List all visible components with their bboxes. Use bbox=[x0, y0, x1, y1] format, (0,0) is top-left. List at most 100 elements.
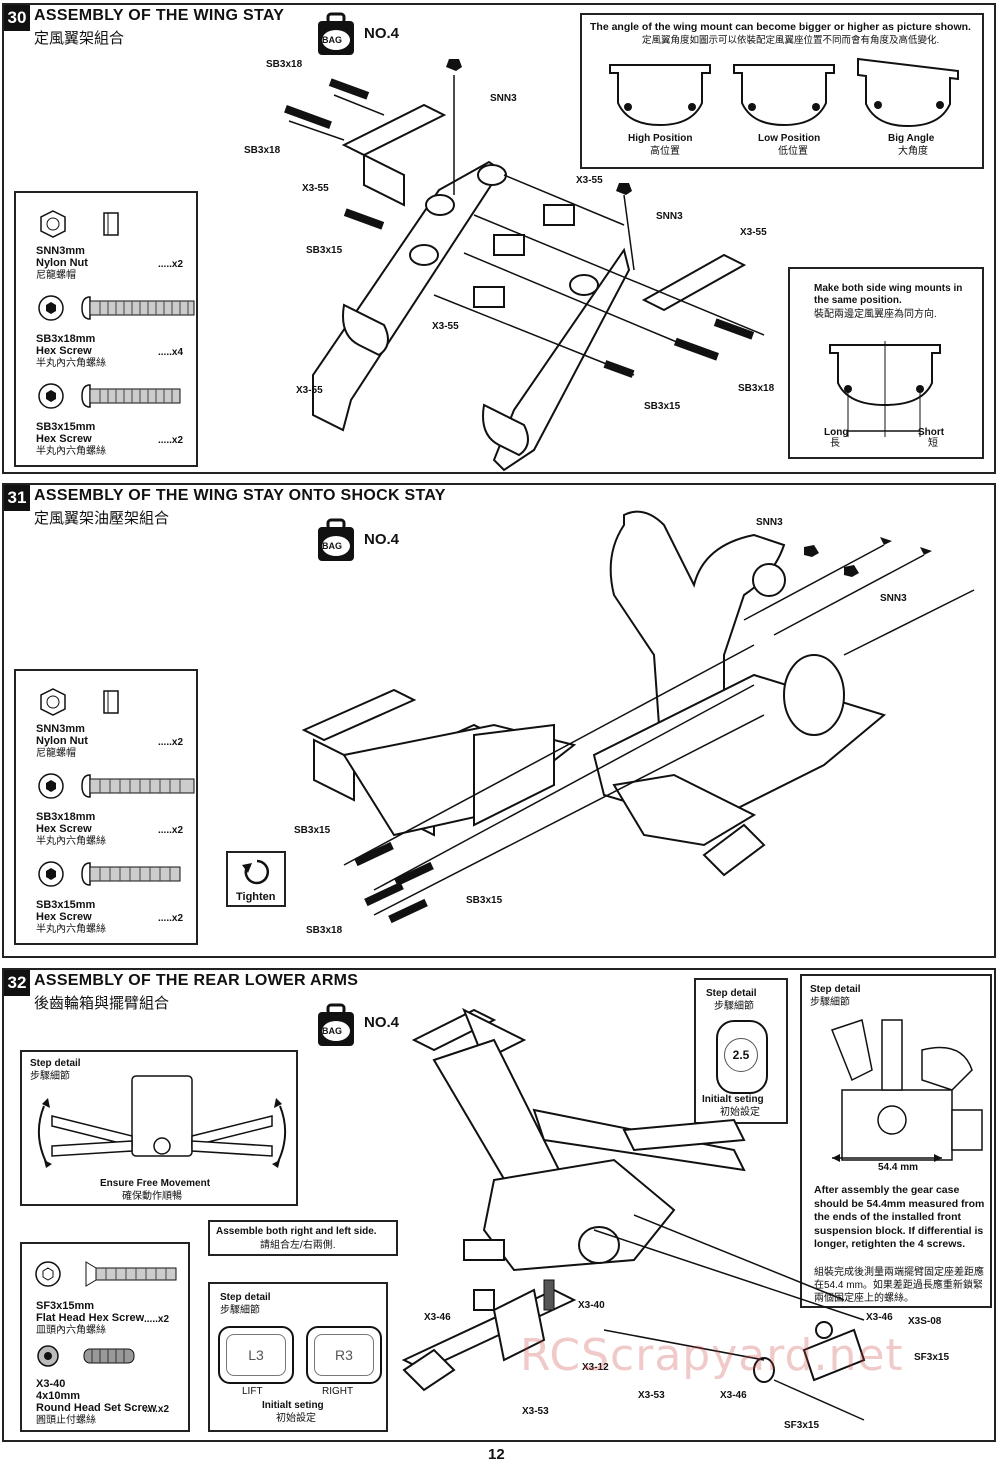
step-title: ASSEMBLY OF THE WING STAY bbox=[34, 7, 285, 24]
short-label: Short bbox=[918, 427, 945, 438]
part-name: SB3x15mm bbox=[36, 899, 96, 911]
bag-icon bbox=[318, 12, 354, 55]
gear-case-text: After assembly the gear case should be 5… bbox=[814, 1184, 985, 1250]
flat-head-screw-icon bbox=[35, 1261, 177, 1287]
lr-step-detail-box: Step detail 步驟細節 L3 R3 LIFT RIGHT Initia… bbox=[208, 1282, 388, 1432]
sb3x15-label: SB3x15 bbox=[466, 895, 503, 906]
part-name: SB3x18mm bbox=[36, 333, 96, 345]
set-screw-icon bbox=[37, 1345, 135, 1367]
part-qty: .....x2 bbox=[158, 435, 184, 446]
part-desc: 4x10mm bbox=[36, 1390, 81, 1402]
sf3x15-label: SF3x15 bbox=[914, 1352, 950, 1363]
sb3x18-label: SB3x18 bbox=[306, 925, 343, 936]
part-desc: Nylon Nut bbox=[36, 735, 88, 747]
high-position-cn: 高位置 bbox=[650, 146, 680, 157]
bag-number: NO.4 bbox=[364, 531, 400, 548]
x3-53-label: X3-53 bbox=[522, 1406, 549, 1417]
wing-mount-length-diagram bbox=[829, 341, 941, 437]
ensure-movement-cn: 確保動作順暢 bbox=[122, 1191, 182, 1202]
snn3-label: SNN3 bbox=[656, 211, 683, 222]
step-title-cn: 後齒輪箱與擺臂組合 bbox=[34, 995, 170, 1012]
part-cn: 半丸內六角螺絲 bbox=[36, 836, 106, 847]
part-name: SB3x18mm bbox=[36, 811, 96, 823]
step-detail-cn: 步驟細節 bbox=[30, 1071, 70, 1082]
x3-46-label: X3-46 bbox=[424, 1312, 451, 1323]
part-cn: 尼龍螺帽 bbox=[36, 270, 76, 281]
angle-info-box: The angle of the wing mount can become b… bbox=[580, 13, 984, 169]
x3-46-label: X3-46 bbox=[866, 1312, 893, 1323]
l3-insert-box: L3 bbox=[218, 1326, 294, 1384]
step-title-cn: 定風翼架油壓架組合 bbox=[34, 510, 170, 527]
same-position-text: Make both side wing mounts in the same p… bbox=[814, 283, 963, 306]
step-title-cn: 定風翼架組合 bbox=[34, 30, 125, 47]
part-qty: .....x2 bbox=[158, 913, 184, 924]
free-movement-detail-box: Step detail 步驟細節 Ensure Free Movement 確保… bbox=[20, 1050, 298, 1206]
nylon-nut-icon bbox=[40, 210, 119, 238]
part-cn: 尼龍螺帽 bbox=[36, 748, 76, 759]
wing-stay-exploded-diagram bbox=[284, 59, 765, 472]
gear-case-measure-diagram bbox=[831, 1019, 983, 1162]
x3-55-label: X3-55 bbox=[576, 175, 603, 186]
bag-label: BAG bbox=[322, 541, 342, 551]
hex-screw-short-icon bbox=[38, 383, 181, 409]
x3-55-label: X3-55 bbox=[296, 385, 323, 396]
gear-case-detail-box: Step detail 步驟細節 54.4 mm After assembly … bbox=[800, 974, 992, 1308]
step-31-panel: 31 ASSEMBLY OF THE WING STAY ONTO SHOCK … bbox=[2, 483, 996, 958]
part-qty: .....x2 bbox=[158, 259, 184, 270]
part-desc: Flat Head Hex Screw bbox=[36, 1312, 145, 1324]
hex-screw-short-icon bbox=[38, 861, 181, 887]
x3-55-label: X3-55 bbox=[432, 321, 459, 332]
dimension-label: 54.4 mm bbox=[878, 1162, 919, 1173]
sf3x15-label: SF3x15 bbox=[784, 1420, 820, 1431]
part-desc: Hex Screw bbox=[36, 433, 92, 445]
ensure-movement-label: Ensure Free Movement bbox=[100, 1178, 211, 1189]
arm-swing-diagram bbox=[37, 1075, 287, 1168]
bag-icon bbox=[318, 1003, 354, 1046]
sb3x15-label: SB3x15 bbox=[644, 401, 681, 412]
x3-55-label: X3-55 bbox=[302, 183, 329, 194]
initial-setting-cn: 初始設定 bbox=[720, 1107, 760, 1118]
high-position-label: High Position bbox=[628, 133, 693, 144]
big-angle-cn: 大角度 bbox=[898, 146, 928, 157]
initial-setting-label: Initialt seting bbox=[702, 1094, 764, 1105]
bag-number: NO.4 bbox=[364, 1014, 400, 1031]
low-position-cn: 低位置 bbox=[778, 146, 808, 157]
part-cn: 半丸內六角螺絲 bbox=[36, 446, 106, 457]
assemble-label: Assemble both right and left side. bbox=[216, 1226, 377, 1237]
initial-setting-box: Step detail 步驟細節 2.5 Initialt seting 初始設… bbox=[694, 978, 788, 1124]
part-cn: 半丸內六角螺絲 bbox=[36, 924, 106, 935]
watermark: RCScrapyard.net bbox=[520, 1330, 904, 1381]
assemble-cn: 請組合左/右兩側. bbox=[260, 1240, 336, 1251]
r3-insert-value: R3 bbox=[314, 1334, 374, 1376]
part-desc: Hex Screw bbox=[36, 823, 92, 835]
initial-setting-label: Initialt seting bbox=[262, 1400, 324, 1411]
angle-text-cn: 定風翼角度如圖示可以依裝配定風翼座位置不同而會有角度及高低變化. bbox=[642, 35, 940, 46]
assemble-both-sides-box: Assemble both right and left side. 請組合左/… bbox=[208, 1220, 398, 1256]
long-label-cn: 長 bbox=[830, 438, 840, 449]
step-32-panel: 32 ASSEMBLY OF THE REAR LOWER ARMS 後齒輪箱與… bbox=[2, 968, 996, 1442]
part-qty: .....x4 bbox=[158, 347, 184, 358]
rear-lower-arm-exploded-diagram bbox=[401, 1007, 866, 1421]
x3-12-label: X3-12 bbox=[582, 1362, 609, 1373]
r3-insert-box: R3 bbox=[306, 1326, 382, 1384]
short-label-cn: 短 bbox=[928, 438, 938, 449]
step-number: 31 bbox=[4, 485, 30, 511]
step-detail-cn: 步驟細節 bbox=[220, 1305, 260, 1316]
step-title: ASSEMBLY OF THE WING STAY ONTO SHOCK STA… bbox=[34, 487, 446, 504]
step-number: 32 bbox=[4, 970, 30, 996]
step-detail-label: Step detail bbox=[706, 988, 757, 999]
initial-setting-cn: 初始設定 bbox=[276, 1413, 316, 1424]
part-qty: .....x2 bbox=[144, 1314, 170, 1325]
part-desc: Hex Screw bbox=[36, 345, 92, 357]
x3s-08-label: X3S-08 bbox=[908, 1316, 942, 1327]
shock-stay-assembly-diagram bbox=[301, 510, 975, 924]
sb3x18-label: SB3x18 bbox=[244, 145, 281, 156]
part-qty: .....x2 bbox=[144, 1404, 170, 1415]
x3-53-label: X3-53 bbox=[638, 1390, 665, 1401]
lift-label: LIFT bbox=[242, 1386, 263, 1397]
parts-list-box: SNN3mm Nylon Nut 尼龍螺帽 .....x2 SB3x18mm H… bbox=[14, 669, 198, 945]
tighten-label: Tighten bbox=[236, 891, 276, 903]
part-qty: .....x2 bbox=[158, 737, 184, 748]
insert-value: 2.5 bbox=[724, 1038, 758, 1072]
step-number: 30 bbox=[4, 5, 30, 31]
